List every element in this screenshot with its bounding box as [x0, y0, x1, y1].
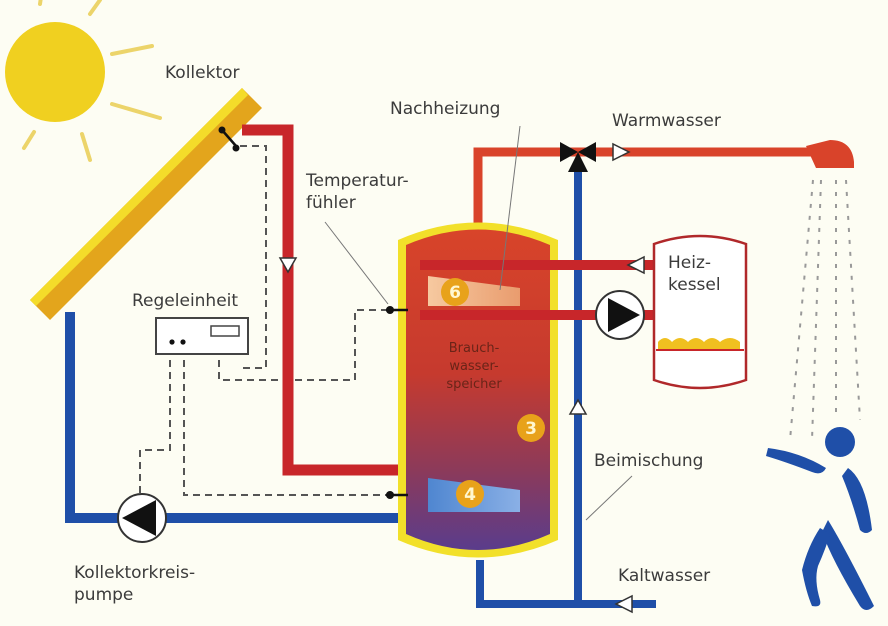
storage-tank — [398, 222, 558, 558]
label-hot-water: Warmwasser — [612, 111, 721, 131]
shower-water-icon — [789, 179, 861, 441]
label-auxiliary-heating: Nachheizung — [390, 99, 500, 119]
label-storage-1: Brauch- — [449, 341, 500, 356]
label-mixing: Beimischung — [594, 451, 703, 471]
collector-sensor-icon — [218, 126, 240, 152]
flow-arrow-down-icon — [278, 257, 298, 274]
label-boiler-2: kessel — [668, 275, 721, 295]
control-unit-icon — [155, 317, 249, 355]
mixing-valve-icon — [560, 142, 596, 172]
collector-pump-icon — [117, 493, 167, 543]
hot-water-pipe — [473, 147, 820, 228]
marker-6: 6 — [441, 278, 469, 306]
cold-water-pipe — [476, 560, 656, 608]
sensor-pointer-line — [324, 221, 389, 305]
boiler-return-arrow-icon — [626, 255, 645, 275]
marker-3: 3 — [517, 414, 545, 442]
mixing-arrow-up-icon — [568, 398, 588, 415]
boiler — [652, 234, 748, 390]
label-storage-3: speicher — [446, 377, 502, 392]
control-wiring — [139, 145, 390, 500]
solar-collector-icon — [30, 88, 262, 320]
mixing-pointer-line — [585, 475, 633, 521]
label-pump-1: Kollektorkreis- — [74, 563, 195, 583]
marker-4-text: 4 — [464, 485, 476, 505]
collector-cold-pipe — [65, 312, 525, 523]
label-temperature-sensor-1: Temperatur- — [305, 171, 409, 191]
sun-icon — [5, 0, 162, 162]
marker-6-text: 6 — [449, 283, 461, 303]
temperature-sensor-icon — [386, 306, 408, 499]
label-temperature-sensor-2: fühler — [306, 193, 356, 213]
auxiliary-pointer-line — [499, 125, 521, 291]
label-pump-2: pumpe — [74, 585, 133, 605]
label-storage-2: wasser- — [449, 359, 499, 374]
shower-head-icon — [806, 140, 854, 168]
marker-4: 4 — [456, 480, 484, 508]
hot-water-arrow-icon — [612, 142, 631, 162]
cold-inlet-arrow-icon — [614, 594, 633, 614]
label-collector: Kollektor — [165, 63, 240, 83]
person-icon — [766, 427, 874, 610]
marker-3-text: 3 — [525, 419, 537, 439]
label-cold-water: Kaltwasser — [618, 566, 710, 586]
boiler-pump-icon — [595, 290, 645, 340]
label-control-unit: Regeleinheit — [132, 291, 238, 311]
label-boiler-1: Heiz- — [668, 253, 711, 273]
